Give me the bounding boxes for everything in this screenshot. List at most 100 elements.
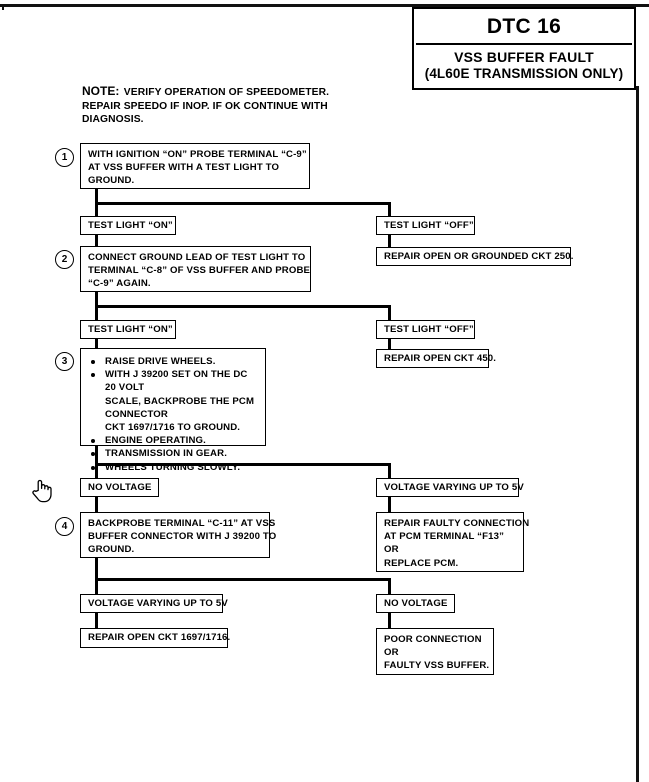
connector-to-repair-1697 — [95, 613, 98, 629]
step-1-box: WITH IGNITION “ON” PROBE TERMINAL “C-9” … — [80, 143, 310, 189]
step-3-b2-line-3: CKT 1697/1716 TO GROUND. — [105, 422, 241, 434]
connector-step1-left-drop — [95, 202, 98, 217]
branch-label-test-light-on-1: TEST LIGHT “ON” — [88, 220, 173, 231]
branch-label-voltage-varying-1: VOLTAGE VARYING UP TO 5V — [384, 482, 524, 493]
step-4-box: BACKPROBE TERMINAL “C-11” AT VSS BUFFER … — [80, 512, 277, 558]
connector-step4-right-drop — [388, 578, 391, 595]
result-repair-ckt-1697: REPAIR OPEN CKT 1697/1716. — [80, 628, 231, 648]
result-label-repair-1697: REPAIR OPEN CKT 1697/1716. — [88, 632, 231, 643]
branch-test-light-on-2: TEST LIGHT “ON” — [80, 320, 176, 339]
note-label: NOTE: — [82, 84, 120, 98]
branch-no-voltage-1: NO VOLTAGE — [80, 478, 159, 497]
list-item: WITH J 39200 SET ON THE DC 20 VOLT SCALE… — [88, 368, 259, 434]
step-number-4: 4 — [55, 517, 74, 536]
step-1-line-3: GROUND. — [88, 175, 135, 187]
step-3-box: RAISE DRIVE WHEELS. WITH J 39200 SET ON … — [80, 348, 266, 473]
branch-label-no-voltage-2: NO VOLTAGE — [384, 598, 448, 609]
branch-test-light-off-2: TEST LIGHT “OFF” — [376, 320, 475, 339]
connector-to-repair-pcm — [388, 497, 391, 512]
step-3-b4-line-1: TRANSMISSION IN GEAR. — [105, 448, 228, 460]
step-3-b5-line-1: WHEELS TURNING SLOWLY. — [105, 461, 241, 473]
connector-step2-left-drop — [95, 305, 98, 321]
result-pcm-line-2: AT PCM TERMINAL “F13” — [384, 531, 505, 543]
page-right-rule — [636, 86, 639, 782]
result-pcm-line-3: OR — [384, 544, 399, 556]
note-line-3: DIAGNOSIS. — [82, 114, 144, 125]
note-line-2: REPAIR SPEEDO IF INOP. IF OK CONTINUE WI… — [82, 100, 328, 112]
branch-no-voltage-2: NO VOLTAGE — [376, 594, 455, 613]
step-1-line-1: WITH IGNITION “ON” PROBE TERMINAL “C-9” — [88, 149, 307, 160]
step-3-bullet-list: RAISE DRIVE WHEELS. WITH J 39200 SET ON … — [88, 355, 259, 474]
connector-step3-split — [95, 463, 391, 466]
branch-label-test-light-off-2: TEST LIGHT “OFF” — [384, 324, 474, 335]
connector-step2-split — [95, 305, 391, 308]
connector-to-repair-450 — [388, 339, 391, 350]
title-divider — [416, 43, 632, 45]
result-pcm-line-4: REPLACE PCM. — [384, 557, 459, 569]
branch-test-light-off-1: TEST LIGHT “OFF” — [376, 216, 475, 235]
connector-to-step3 — [95, 339, 98, 350]
page-top-rule — [0, 4, 649, 7]
branch-voltage-varying-2: VOLTAGE VARYING UP TO 5V — [80, 594, 228, 613]
step-2-line-1: CONNECT GROUND LEAD OF TEST LIGHT TO — [88, 252, 306, 263]
branch-label-no-voltage-1: NO VOLTAGE — [88, 482, 152, 493]
connector-to-repair-250 — [388, 235, 391, 247]
page-left-rule — [2, 4, 4, 10]
result-poor-line-2: OR — [384, 647, 399, 659]
step-4-line-3: GROUND. — [88, 544, 135, 556]
connector-step4-left-drop — [95, 578, 98, 595]
branch-voltage-varying-1: VOLTAGE VARYING UP TO 5V — [376, 478, 524, 497]
step-4-line-2: BUFFER CONNECTOR WITH J 39200 TO — [88, 531, 277, 543]
result-repair-ckt-250: REPAIR OPEN OR GROUNDED CKT 250. — [376, 247, 574, 266]
step-number-1: 1 — [55, 148, 74, 167]
connector-step3-left-drop — [95, 463, 98, 479]
step-1-line-2: AT VSS BUFFER WITH A TEST LIGHT TO — [88, 162, 280, 174]
result-poor-line-3: FAULTY VSS BUFFER. — [384, 660, 490, 672]
step-2-box: CONNECT GROUND LEAD OF TEST LIGHT TO TER… — [80, 246, 311, 292]
step-3-b2-line-2: SCALE, BACKPROBE THE PCM CONNECTOR — [105, 395, 255, 420]
dtc-title-block: DTC 16 VSS BUFFER FAULT (4L60E TRANSMISS… — [412, 7, 636, 90]
result-poor-connection: POOR CONNECTION OR FAULTY VSS BUFFER. — [376, 628, 494, 675]
branch-label-test-light-on-2: TEST LIGHT “ON” — [88, 324, 173, 335]
connector-step4-down — [95, 558, 98, 580]
step-3-b1-line-1: RAISE DRIVE WHEELS. — [105, 356, 216, 367]
note-first-line: NOTE: VERIFY OPERATION OF SPEEDOMETER. — [82, 84, 342, 100]
connector-step2-down — [95, 292, 98, 306]
step-2-line-3: “C-9” AGAIN. — [88, 278, 151, 290]
branch-test-light-on-1: TEST LIGHT “ON” — [80, 216, 176, 235]
connector-to-step2 — [95, 235, 98, 247]
step-3-b3-line-1: ENGINE OPERATING. — [105, 435, 206, 447]
dtc-code: DTC 16 — [486, 15, 562, 38]
result-repair-ckt-450: REPAIR OPEN CKT 450. — [376, 349, 497, 368]
step-number-2: 2 — [55, 250, 74, 269]
connector-step1-down — [95, 189, 98, 205]
step-number-3: 3 — [55, 352, 74, 371]
result-label-repair-250: REPAIR OPEN OR GROUNDED CKT 250. — [384, 251, 574, 262]
dtc-scope: (4L60E TRANSMISSION ONLY) — [424, 66, 624, 81]
result-pcm-line-1: REPAIR FAULTY CONNECTION — [384, 518, 530, 529]
connector-step4-split — [95, 578, 391, 581]
result-repair-pcm-connection: REPAIR FAULTY CONNECTION AT PCM TERMINAL… — [376, 512, 530, 572]
result-label-repair-450: REPAIR OPEN CKT 450. — [384, 353, 497, 364]
dtc-fault-name: VSS BUFFER FAULT — [454, 49, 594, 65]
list-item: RAISE DRIVE WHEELS. — [88, 355, 259, 368]
list-item: TRANSMISSION IN GEAR. — [88, 447, 259, 460]
connector-step3-right-drop — [388, 463, 391, 479]
connector-step1-right-drop — [388, 202, 391, 217]
note-block: NOTE: VERIFY OPERATION OF SPEEDOMETER. R… — [82, 84, 342, 127]
step-2-line-2: TERMINAL “C-8” OF VSS BUFFER AND PROBE — [88, 265, 311, 277]
connector-step1-split — [95, 202, 391, 205]
connector-to-poor-connection — [388, 613, 391, 629]
branch-label-test-light-off-1: TEST LIGHT “OFF” — [384, 220, 474, 231]
step-3-b2-line-1: WITH J 39200 SET ON THE DC 20 VOLT — [105, 369, 248, 394]
list-item: WHEELS TURNING SLOWLY. — [88, 461, 259, 474]
branch-label-voltage-varying-2: VOLTAGE VARYING UP TO 5V — [88, 598, 228, 609]
result-poor-line-1: POOR CONNECTION — [384, 634, 482, 645]
hand-pointer-cursor-icon — [31, 477, 53, 503]
connector-step3-down — [95, 446, 98, 464]
connector-to-step4 — [95, 497, 98, 512]
step-4-line-1: BACKPROBE TERMINAL “C-11” AT VSS — [88, 518, 276, 529]
list-item: ENGINE OPERATING. — [88, 434, 259, 447]
connector-step2-right-drop — [388, 305, 391, 321]
